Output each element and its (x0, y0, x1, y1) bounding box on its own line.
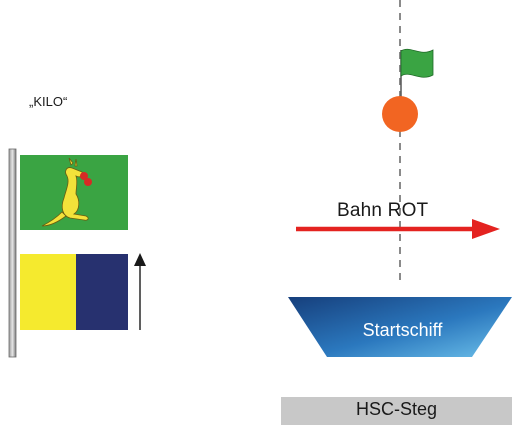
committee-boat (288, 297, 512, 357)
mark-flag (400, 48, 434, 103)
flag-pole (8, 148, 17, 358)
kangaroo-flag (20, 155, 128, 230)
boxing-glove-icon (80, 172, 88, 180)
flag-caption: „KILO“ (29, 94, 68, 109)
start-mark-buoy (382, 96, 418, 132)
committee-boat-label: Startschiff (362, 320, 443, 340)
dock-label: HSC-Steg (355, 399, 438, 419)
course-arrow (296, 219, 500, 239)
dock: HSC-Steg (281, 397, 512, 425)
course-label: Bahn ROT (337, 200, 429, 221)
kangaroo-icon (41, 157, 89, 227)
boxing-glove-icon (84, 178, 92, 186)
kilo-flag (20, 254, 128, 330)
hoist-arrow-icon (134, 253, 146, 330)
